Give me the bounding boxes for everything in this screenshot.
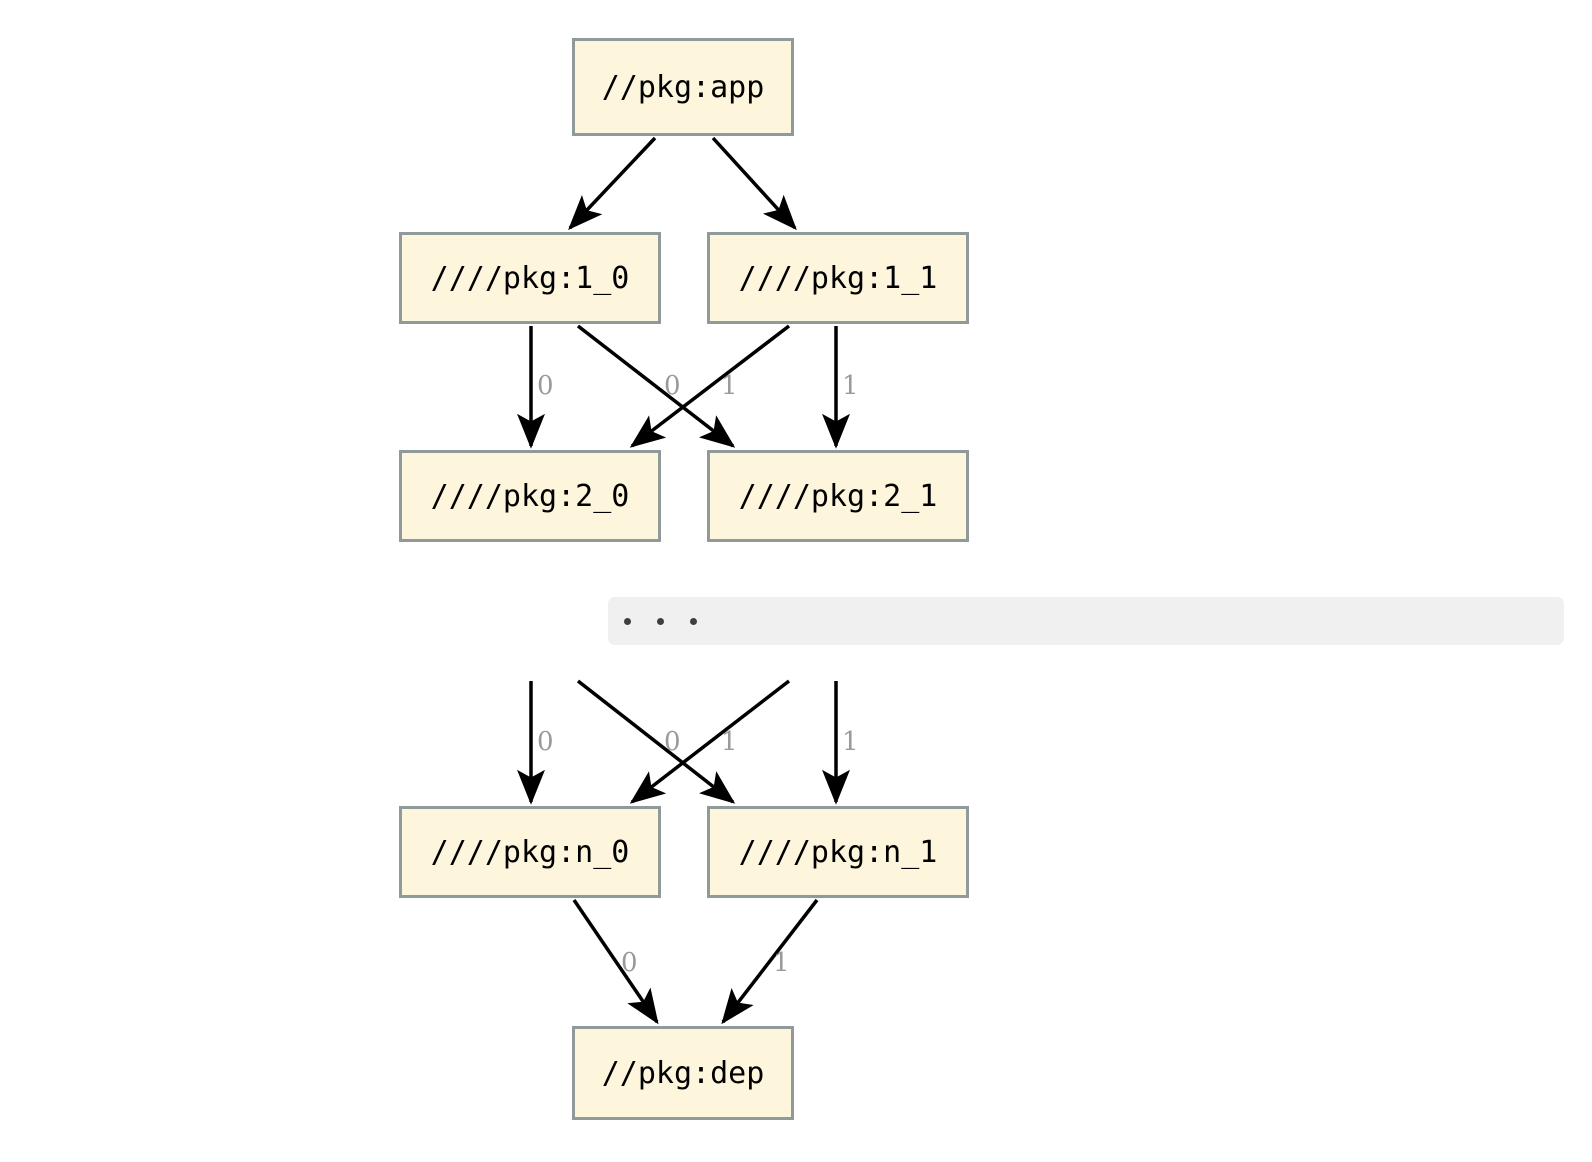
ellipsis-dots-icon — [624, 617, 697, 625]
graph-node-label: ////pkg:2_1 — [738, 478, 938, 514]
graph-edge — [576, 679, 736, 804]
edge-label: 1 — [721, 727, 738, 757]
graph-edge — [568, 136, 657, 231]
edge-label: 0 — [537, 371, 554, 401]
edge-label: 1 — [842, 371, 859, 401]
graph-node-dep[interactable]: //pkg:dep — [572, 1026, 794, 1120]
graph-edge — [629, 324, 791, 448]
edge-label: 0 — [664, 371, 681, 401]
graph-node-label: ////pkg:n_1 — [738, 834, 938, 870]
graph-node-nn_0[interactable]: ////pkg:n_0 — [399, 806, 661, 898]
edge-label: 0 — [664, 727, 681, 757]
graph-edge — [572, 899, 659, 1025]
graph-node-label: ////pkg:1_0 — [430, 260, 630, 296]
ellipsis-dot — [657, 617, 664, 625]
graph-node-n2_0[interactable]: ////pkg:2_0 — [399, 450, 661, 542]
ellipsis-dot — [624, 617, 631, 625]
graph-edge — [711, 136, 797, 231]
graph-node-label: ////pkg:n_0 — [430, 834, 630, 870]
ellipsis-dot — [690, 617, 697, 625]
edge-label: 1 — [842, 727, 859, 757]
graph-edge — [629, 679, 791, 804]
edge-label: 0 — [537, 727, 554, 757]
graph-truncation-ellipsis — [608, 597, 1564, 645]
graph-node-label: //pkg:dep — [601, 1055, 765, 1091]
edge-label: 1 — [773, 948, 790, 978]
edge-label: 0 — [621, 948, 638, 978]
graph-node-n1_1[interactable]: ////pkg:1_1 — [707, 232, 969, 324]
graph-node-app[interactable]: //pkg:app — [572, 38, 794, 136]
graph-node-label: //pkg:app — [601, 69, 765, 105]
edge-lines — [517, 136, 850, 1025]
graph-node-label: ////pkg:1_1 — [738, 260, 938, 296]
graph-node-nn_1[interactable]: ////pkg:n_1 — [707, 806, 969, 898]
graph-node-n2_1[interactable]: ////pkg:2_1 — [707, 450, 969, 542]
graph-edge — [576, 324, 736, 448]
graph-node-n1_0[interactable]: ////pkg:1_0 — [399, 232, 661, 324]
edge-label: 1 — [721, 371, 738, 401]
graph-node-label: ////pkg:2_0 — [430, 478, 630, 514]
graph-edge — [721, 898, 819, 1025]
